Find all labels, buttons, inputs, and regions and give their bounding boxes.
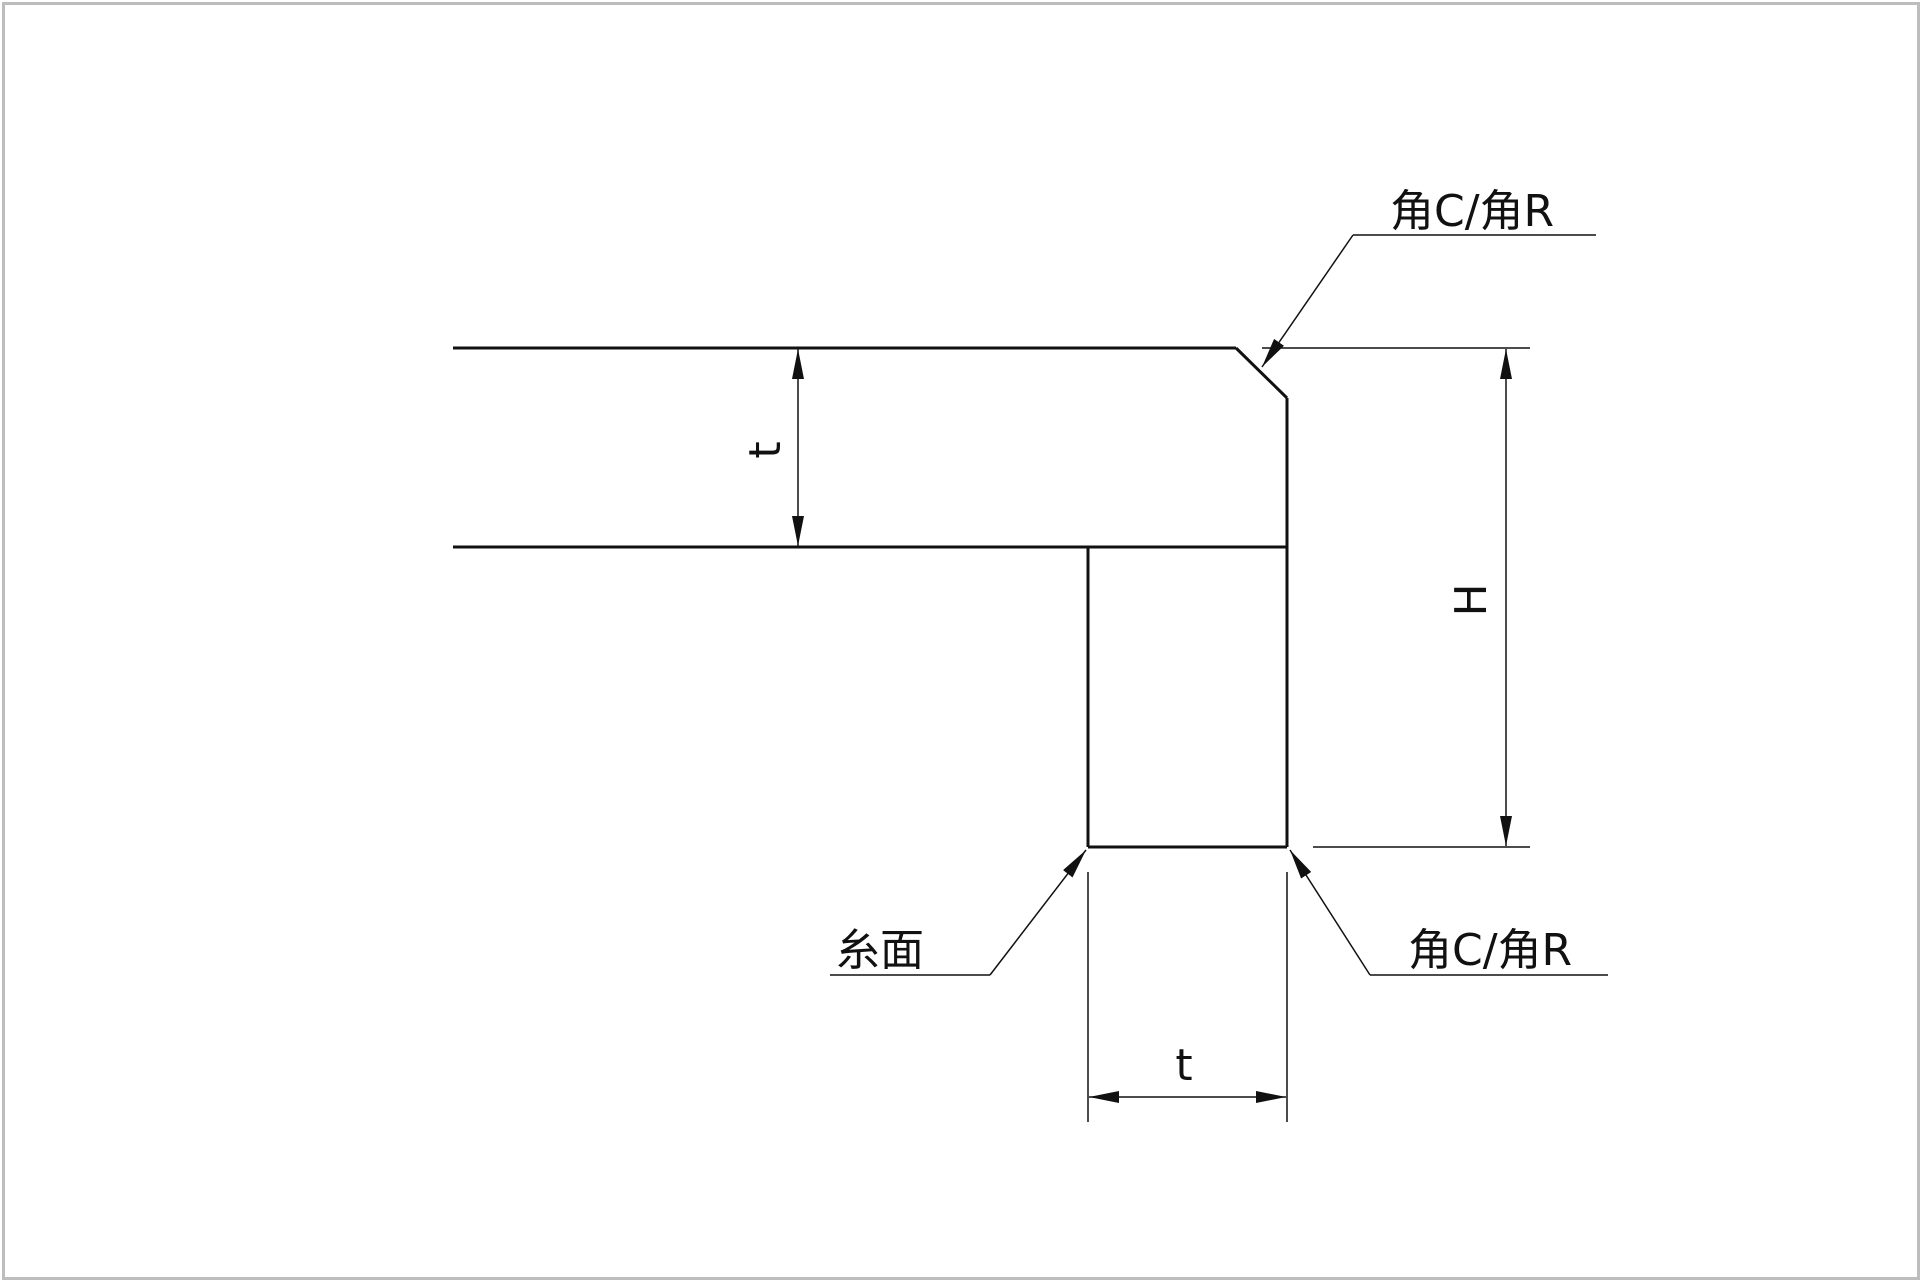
dimension-lines (792, 234, 1512, 1103)
corner-top-label: 角C/角R (1390, 186, 1554, 237)
corner-bottom-leader (1289, 849, 1371, 976)
thread-face-leader (989, 849, 1087, 976)
extension-lines (830, 234, 1608, 1122)
part-outline (453, 346, 1289, 849)
thickness-horizontal-label: t (1175, 1040, 1192, 1091)
thread-face-label: 糸面 (836, 925, 924, 976)
corner-top-leader (1261, 234, 1354, 368)
corner-chamfer-edge (1234, 346, 1289, 400)
thickness-vertical-label: t (740, 441, 791, 458)
height-label: H (1446, 583, 1497, 616)
corner-bottom-label: 角C/角R (1408, 925, 1572, 976)
